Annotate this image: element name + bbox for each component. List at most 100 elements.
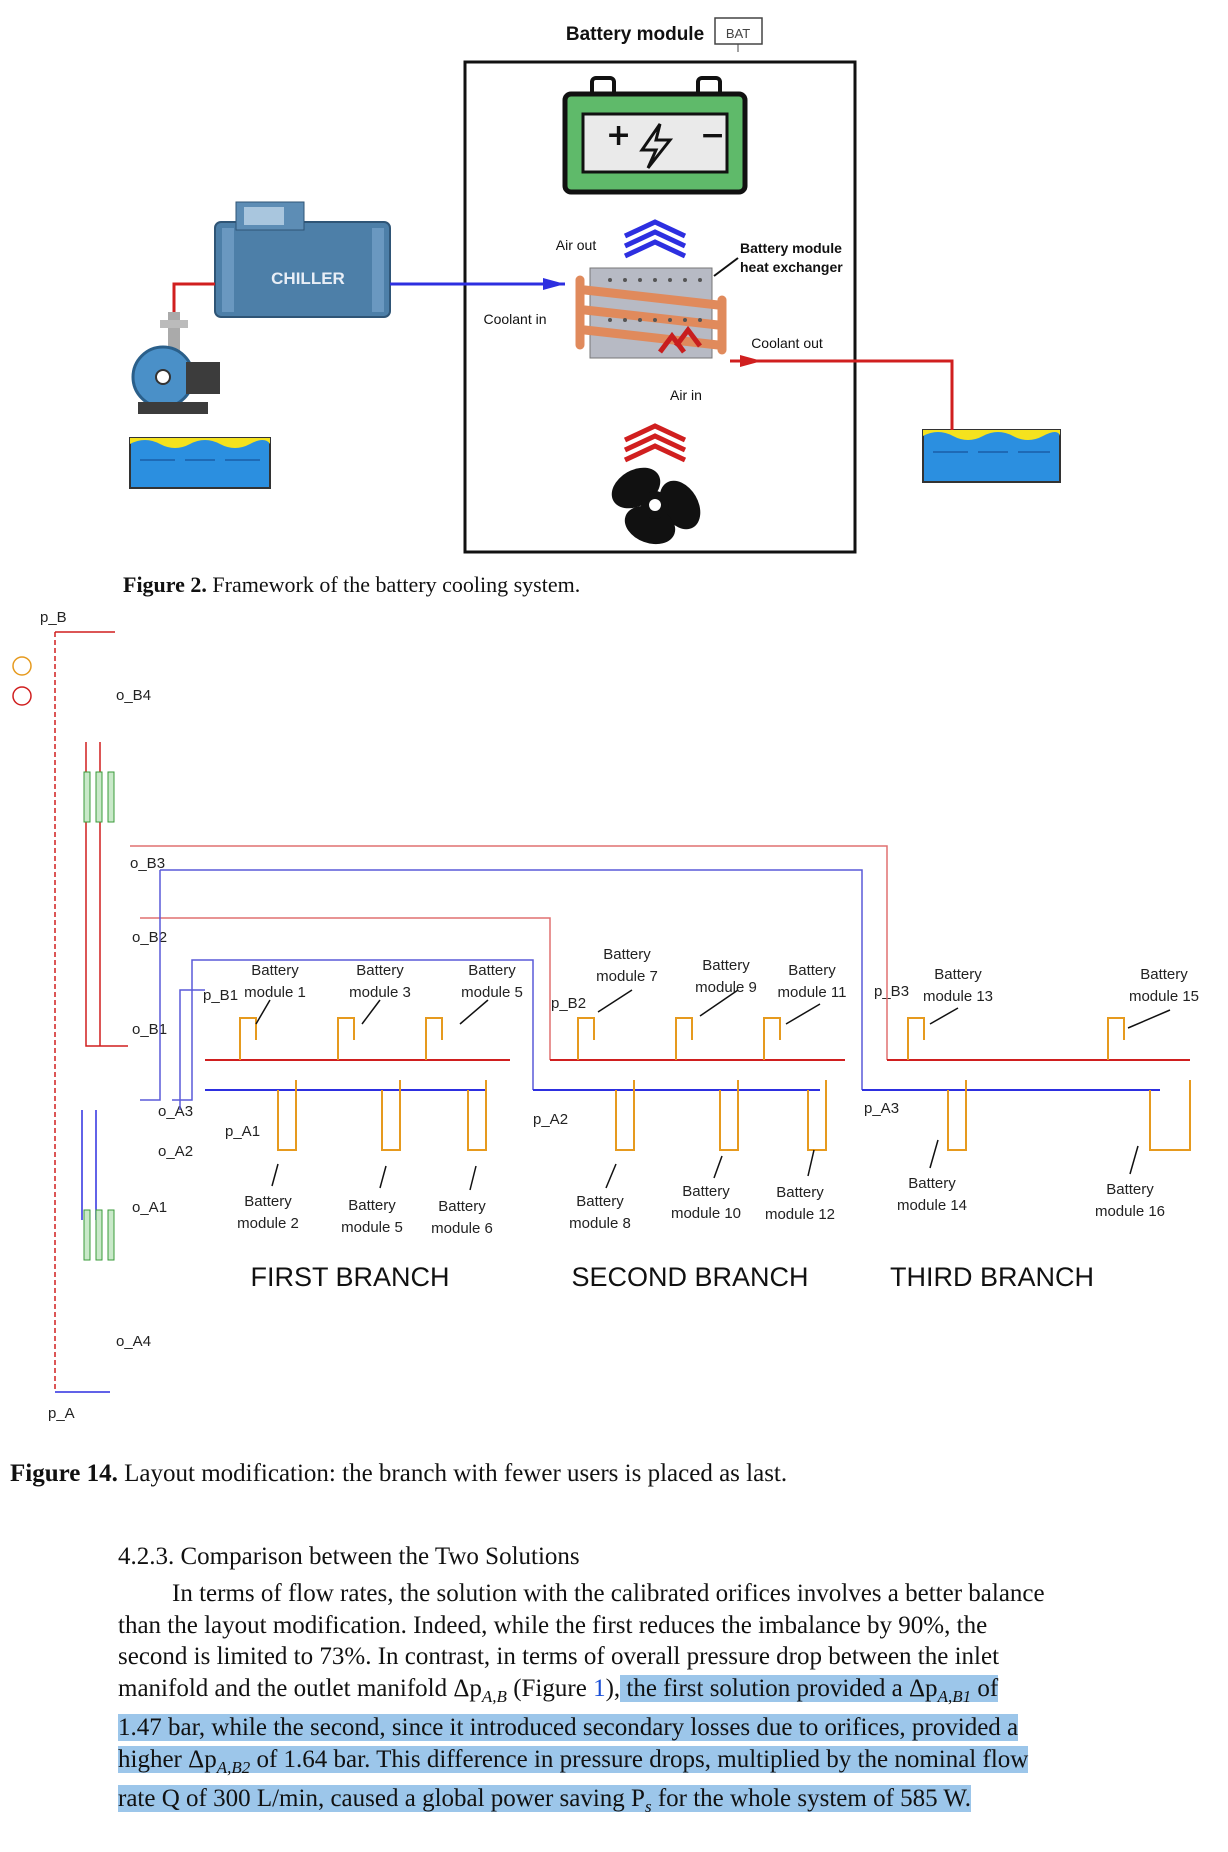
label-o-a1: o_A1: [132, 1199, 167, 1216]
bat-icon: BAT: [714, 17, 763, 52]
heat-exchanger-icon: [575, 267, 727, 359]
para-text: ),: [605, 1674, 621, 1702]
section-paragraph[interactable]: In terms of flow rates, the solution wit…: [118, 1578, 1098, 1823]
air-out-label: Air out: [556, 237, 597, 253]
label-p-b3: p_B3: [874, 983, 909, 1000]
bm14-num: module 14: [897, 1197, 967, 1214]
section-title: 4.2.3. Comparison between the Two Soluti…: [118, 1543, 580, 1570]
para-line-2: than the layout modification. Indeed, wh…: [118, 1611, 988, 1639]
bm13-num: module 13: [923, 988, 993, 1005]
branch-manifolds: [205, 1059, 1190, 1091]
bm12-num: module 12: [765, 1206, 835, 1223]
highlighted-text: rate Q of 300 L/min, caused a global pow…: [118, 1785, 971, 1816]
bm16-num: module 16: [1095, 1203, 1165, 1220]
label-p-b1: p_B1: [203, 987, 238, 1004]
bm16-word: Battery: [1106, 1181, 1154, 1198]
bm9-num: module 9: [695, 979, 757, 996]
first-branch-label: FIRST BRANCH: [250, 1262, 449, 1292]
para-line-7: rate Q of 300 L/min, caused a global pow…: [118, 1783, 1098, 1823]
coolant-in-label: Coolant in: [483, 311, 546, 327]
user-loops: [239, 1017, 1191, 1151]
figure-14-diagram: p_B p_A o_B4 o_B3 o_B2 o_B1 o_A3 o_A2 o_…: [12, 609, 1199, 1422]
air-in-label: Air in: [670, 387, 702, 403]
second-branch-label: SECOND BRANCH: [571, 1262, 808, 1292]
svg-text:+: +: [606, 118, 631, 153]
bm2-word: Battery: [244, 1193, 292, 1210]
bm14-word: Battery: [908, 1175, 956, 1192]
label-p-b2: p_B2: [551, 995, 586, 1012]
figure-14-caption-label: Figure 14.: [10, 1460, 118, 1487]
highlighted-text: higher ΔpA,B2 of 1.64 bar. This differen…: [118, 1745, 1029, 1777]
bm11-word: Battery: [788, 962, 836, 979]
bm15-num: module 15: [1129, 988, 1199, 1005]
figure-14-caption-text: Layout modification: the branch with few…: [117, 1460, 788, 1487]
chiller-icon: CHILLER: [214, 201, 391, 318]
para-line-5: 1.47 bar, while the second, since it int…: [118, 1712, 1098, 1744]
bm5-word: Battery: [468, 962, 516, 979]
label-o-b1: o_B1: [132, 1021, 167, 1038]
battery-module-title: Battery module: [566, 24, 704, 45]
feed-lines: [130, 845, 888, 1110]
label-p-a2: p_A2: [533, 1111, 568, 1128]
label-p-a1: p_A1: [225, 1123, 260, 1140]
label-p-b: p_B: [40, 609, 67, 626]
svg-text:−: −: [700, 118, 725, 153]
bm1-word: Battery: [251, 962, 299, 979]
label-o-b3: o_B3: [130, 855, 165, 872]
bat-icon-label: BAT: [726, 26, 750, 41]
highlighted-text: the first solution provided a ΔpA,B1 of: [620, 1674, 999, 1706]
figure-14-caption: Figure 14. Layout modification: the bran…: [10, 1460, 787, 1488]
para-line-1: In terms of flow rates, the solution wit…: [172, 1580, 1045, 1607]
bm3-word: Battery: [356, 962, 404, 979]
chiller-label: CHILLER: [271, 269, 345, 288]
figure-1-link[interactable]: 1: [593, 1674, 606, 1702]
coolant-out-arrow: [740, 355, 762, 367]
bm12-word: Battery: [776, 1184, 824, 1201]
bm6-word: Battery: [438, 1198, 486, 1215]
fan-icon: [611, 467, 701, 545]
bm8-num: module 8: [569, 1215, 631, 1232]
air-out-arrows: [623, 219, 687, 259]
figure-2-caption-label: Figure 2.: [123, 572, 207, 597]
bm8-word: Battery: [576, 1193, 624, 1210]
hx-label-2: heat exchanger: [740, 259, 843, 275]
bm11-num: module 11: [778, 984, 847, 1001]
bm13-word: Battery: [934, 966, 982, 983]
hx-label-1: Battery module: [740, 240, 842, 256]
highlighted-text: 1.47 bar, while the second, since it int…: [118, 1714, 1019, 1741]
bm10-word: Battery: [682, 1183, 730, 1200]
coolant-out-label: Coolant out: [751, 335, 823, 351]
manifold-pipes: [54, 631, 128, 1393]
coolant-pipes: [172, 282, 954, 430]
annotation-arrows: [255, 989, 1171, 1191]
tank-left: [129, 437, 271, 489]
pump-icon: [131, 312, 220, 414]
bm2-num: module 2: [237, 1215, 299, 1232]
figure-2-caption-text: Framework of the battery cooling system.: [206, 572, 581, 597]
figure-2-diagram: Battery module BAT + − Air out Battery m…: [129, 17, 1061, 554]
bm1-num: module 1: [244, 984, 306, 1001]
battery-icon: + −: [562, 76, 748, 195]
label-p-a: p_A: [48, 1405, 75, 1422]
para-line-3: second is limited to 73%. In contrast, i…: [118, 1643, 1000, 1670]
para-text: (Figure: [506, 1674, 594, 1702]
sensor-icons: [12, 656, 32, 706]
bm5b-num: module 5: [341, 1219, 403, 1236]
label-o-a4: o_A4: [116, 1333, 151, 1350]
air-in-arrows: [623, 423, 687, 463]
label-o-a3: o_A3: [158, 1103, 193, 1120]
bm9-word: Battery: [702, 957, 750, 974]
para-sub: A,B: [481, 1686, 507, 1706]
para-line-4: manifold and the outlet manifold ΔpA,B (…: [118, 1673, 1098, 1713]
system-box: [463, 60, 857, 554]
bm7-num: module 7: [596, 968, 658, 985]
bm15-word: Battery: [1140, 966, 1188, 983]
bm5b-word: Battery: [348, 1197, 396, 1214]
coolant-in-arrow: [543, 278, 565, 290]
bm7-word: Battery: [603, 946, 651, 963]
label-p-a3: p_A3: [864, 1100, 899, 1117]
para-text: manifold and the outlet manifold Δp: [118, 1674, 482, 1702]
label-o-b2: o_B2: [132, 929, 167, 946]
bm6-num: module 6: [431, 1220, 493, 1237]
bm3-num: module 3: [349, 984, 411, 1001]
